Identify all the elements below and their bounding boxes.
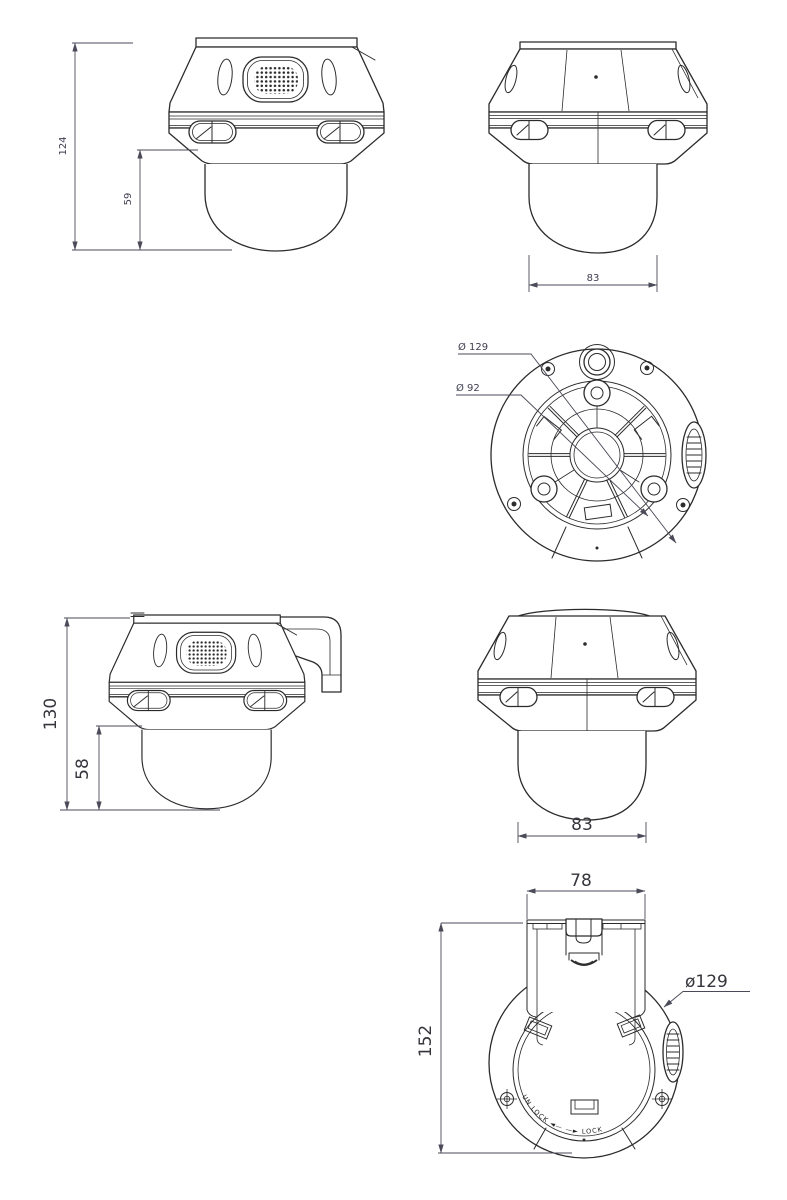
- bottom-keystone: [551, 526, 643, 559]
- top-cap: [195, 37, 358, 48]
- screw-hole-right: [652, 1089, 672, 1109]
- dimension-plate-diameter: Ø 92: [456, 382, 649, 517]
- clip: [568, 952, 600, 966]
- dome: [528, 164, 658, 254]
- bottom-keystone: [533, 1127, 636, 1150]
- dimension-dome-height-59: 59: [123, 149, 198, 251]
- spokes: [528, 405, 666, 519]
- screw-hole-left: [497, 1089, 517, 1109]
- view-bracket-back: UN LOCK ◄— —► LOCK: [416, 871, 750, 1159]
- view-ceiling-side: 83: [488, 41, 708, 292]
- dimension-width-83: 83: [528, 255, 658, 292]
- bottom-tab: [570, 1099, 599, 1115]
- view-ceiling-front: 124 59: [58, 37, 385, 252]
- latch-right: [647, 119, 686, 141]
- dimension-overall-height-124: 124: [58, 42, 232, 251]
- vent-slot-right: [321, 58, 337, 96]
- dim-label-124: 124: [58, 136, 69, 155]
- dim-label-59: 59: [123, 193, 134, 206]
- dimension-outer-diameter: Ø 129: [458, 341, 677, 544]
- hook-slot-right: [616, 1014, 646, 1038]
- dim-label-78: 78: [570, 871, 592, 891]
- latch-left: [510, 119, 549, 141]
- plate-slots: [536, 415, 660, 521]
- speaker-grille: [242, 56, 309, 103]
- vent-slot-left: [217, 58, 233, 96]
- dim-label-83: 83: [587, 273, 600, 284]
- camera-side-drawing: [488, 48, 708, 254]
- pivot-dot: [594, 75, 598, 79]
- latch-right: [316, 120, 365, 144]
- upper-body: [488, 48, 708, 113]
- dim-label-dia129: ø129: [685, 972, 728, 992]
- mount-holes: [530, 379, 668, 503]
- dim-label-83: 83: [571, 815, 593, 835]
- vent-slot-left: [504, 64, 518, 94]
- dimension-width-83: 83: [517, 815, 647, 843]
- dimension-overall-height-130: 130: [41, 617, 220, 811]
- dim-label-dia-129: Ø 129: [458, 341, 488, 353]
- grip-pad: [662, 1021, 684, 1083]
- cable-gland: [579, 344, 615, 380]
- dimension-dome-height-58: 58: [73, 725, 142, 811]
- camera-front-drawing: [168, 37, 385, 252]
- dim-label-dia-92: Ø 92: [456, 382, 480, 394]
- vent-slot-right: [677, 64, 691, 94]
- cable-notch: [565, 918, 603, 937]
- view-base-bottom: Ø 129 Ø 92: [456, 341, 707, 562]
- screw-holes-outer: [507, 361, 690, 512]
- dimension-height-152: 152: [416, 922, 572, 1154]
- dimension-width-78: 78: [526, 871, 646, 919]
- hook-slot-left: [523, 1016, 553, 1040]
- top-cap: [519, 41, 677, 50]
- dim-label-130: 130: [41, 698, 61, 730]
- bracket-arm: [526, 918, 646, 1046]
- view-wall-side: 83: [477, 608, 697, 843]
- view-wall-front: 130 58: [41, 612, 342, 811]
- grip-pad: [681, 421, 707, 489]
- dim-label-152: 152: [416, 1025, 436, 1057]
- dome: [204, 164, 348, 252]
- dim-label-58: 58: [73, 758, 93, 780]
- latch-left: [188, 120, 237, 144]
- dimension-diameter-129: ø129: [663, 972, 750, 1008]
